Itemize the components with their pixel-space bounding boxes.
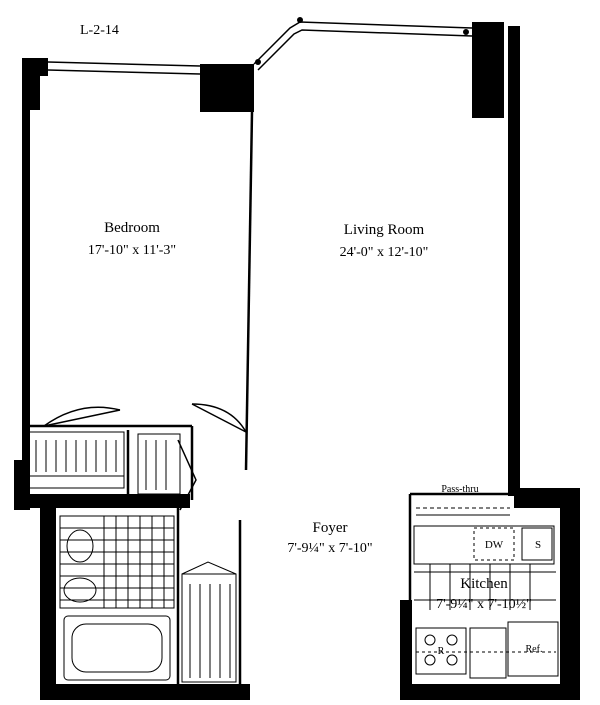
exterior-walls (14, 22, 580, 700)
foyer-dims: 7'-9¼" x 7'-10" (287, 541, 372, 556)
sink-basin (66, 529, 94, 563)
dishwasher-label: DW (485, 539, 504, 551)
closet-rods (35, 440, 231, 678)
bath-door-swing (177, 439, 197, 511)
sink-box (521, 527, 553, 561)
sink-label: S (535, 539, 541, 551)
kitchen-east-wall (560, 488, 580, 688)
plan-id: L-2-14 (80, 23, 119, 38)
dishwasher-box (473, 527, 515, 561)
bedroom-west-wall (22, 58, 48, 500)
closet-door-swing (43, 406, 121, 427)
living-room-dims: 24'-0" x 12'-10" (340, 245, 429, 260)
windows (47, 21, 473, 75)
kitchen (413, 507, 559, 679)
door-swings (43, 403, 247, 511)
bedroom-north-pier (200, 64, 254, 112)
living-east-wall (508, 26, 520, 496)
bedroom-name: Bedroom (104, 220, 160, 236)
living-room-name: Living Room (344, 222, 425, 238)
window-markers (255, 17, 469, 65)
bedroom-south-wall (14, 494, 190, 508)
counter (413, 525, 555, 565)
closet-shelves (27, 431, 237, 683)
kitchen-west-wall (400, 600, 412, 700)
bathroom (59, 515, 175, 681)
foyer-name: Foyer (313, 520, 348, 536)
toilet (63, 577, 97, 603)
bedroom-dims: 17'-10" x 11'-3" (88, 243, 176, 258)
bath-west-wall (40, 508, 56, 698)
kitchen-dims: 7'-9¼" x 7'-10½" (436, 597, 532, 612)
refrigerator (507, 621, 559, 677)
pass-thru-label: Pass-thru (441, 484, 478, 495)
bottom-wall-left (40, 684, 250, 700)
range (415, 627, 467, 675)
range-label: R (438, 646, 445, 657)
refrigerator-label: Ref. (526, 644, 543, 655)
kitchen-name: Kitchen (460, 576, 508, 592)
bedroom-door-swing (191, 403, 247, 433)
living-ne-pier (472, 22, 504, 118)
bathtub (63, 615, 171, 681)
bottom-wall-right (400, 684, 580, 700)
